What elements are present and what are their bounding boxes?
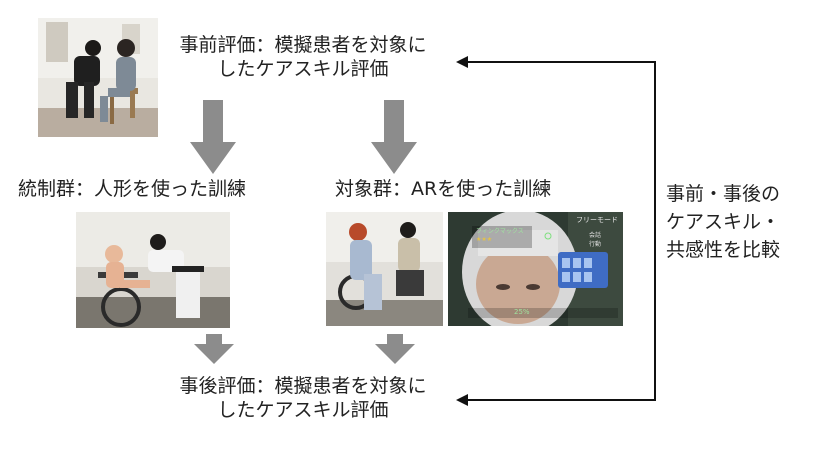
pre-evaluation-line1: 事前評価：模擬患者を対象に [179,34,427,56]
target-group-label: 対象群：ARを使った訓練 [335,178,552,200]
ar-mode-text: フリーモード [576,216,618,224]
photo-doll-training-scene [76,212,230,328]
ar-side-label-1: 会話 [589,232,602,239]
connector-arrowhead-top [456,56,468,68]
ar-bottom-readout: 25% [514,308,530,316]
ar-view-screenshot: フリーモード フィンクマックス ★★★ 会話 行動 25% [448,212,623,326]
pre-evaluation-label: 事前評価：模擬患者を対象に したケアスキル評価 [168,33,438,81]
down-arrow-left-top [190,100,236,174]
down-arrow-right-bottom [375,334,415,364]
connector-arrowhead-bottom [456,394,468,406]
comparison-line3: 共感性を比較 [666,239,781,261]
ar-panel-title: フィンクマックス [476,228,524,235]
photo-pre-evaluation-scene [38,18,158,137]
down-arrow-left-bottom [194,334,234,364]
photo-ar-training [326,212,443,326]
post-evaluation-line2: したケアスキル評価 [217,399,389,421]
photo-ar-training-scene [326,212,443,326]
control-group-label: 統制群：人形を使った訓練 [18,178,247,200]
comparison-label: 事前・事後の ケアスキル・ 共感性を比較 [666,180,780,264]
ar-side-label-2: 行動 [589,241,602,248]
post-evaluation-line1: 事後評価：模擬患者を対象に [179,375,427,397]
ar-stars: ★★★ [476,236,493,243]
comparison-line2: ケアスキル・ [666,211,781,233]
down-arrow-right-top [371,100,417,174]
post-evaluation-label: 事後評価：模擬患者を対象に したケアスキル評価 [168,374,438,422]
comparison-line1: 事前・事後の [666,183,781,205]
photo-doll-training [76,212,230,328]
photo-pre-evaluation [38,18,158,137]
pre-evaluation-line2: したケアスキル評価 [217,58,389,80]
